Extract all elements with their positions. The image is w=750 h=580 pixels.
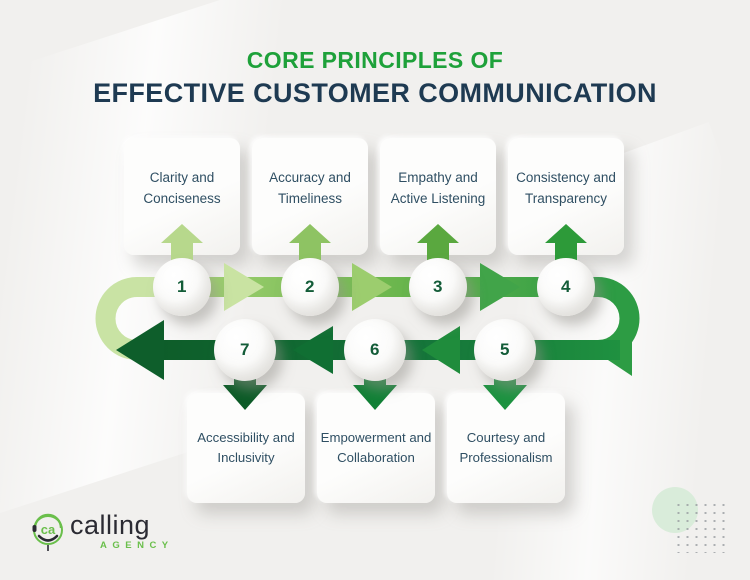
step-number-5: 5 bbox=[500, 340, 510, 359]
principle-label-1: Clarity and Conciseness bbox=[143, 170, 221, 206]
step-number-6: 6 bbox=[370, 340, 380, 359]
title-line-2: EFFECTIVE CUSTOMER COMMUNICATION bbox=[93, 77, 657, 108]
chevron-right-3-icon bbox=[480, 263, 520, 311]
step-circle-2: 2 bbox=[281, 258, 339, 316]
step-circle-6: 6 bbox=[344, 319, 406, 381]
principle-label-5: Courtesy and Professionalism bbox=[459, 429, 553, 465]
principle-label-7: Accessibility and Inclusivity bbox=[197, 429, 295, 465]
step-number-4: 4 bbox=[561, 277, 571, 296]
principle-card-6: Empowerment and Collaboration bbox=[317, 393, 435, 503]
arrow-up-3-icon bbox=[417, 224, 459, 262]
chevron-left-1-icon bbox=[422, 326, 460, 374]
logo-subtitle: AGENCY bbox=[100, 540, 174, 551]
step-number-2: 2 bbox=[305, 277, 315, 296]
page-title: CORE PRINCIPLES OF EFFECTIVE CUSTOMER CO… bbox=[0, 46, 750, 111]
title-line-1: CORE PRINCIPLES OF bbox=[246, 47, 504, 73]
principle-card-5: Courtesy and Professionalism bbox=[447, 393, 565, 503]
step-circle-3: 3 bbox=[409, 258, 467, 316]
step-circle-4: 4 bbox=[537, 258, 595, 316]
step-circle-7: 7 bbox=[214, 319, 276, 381]
principle-label-2: Accuracy and Timeliness bbox=[269, 170, 351, 206]
principle-card-2: Accuracy and Timeliness bbox=[252, 138, 368, 255]
logo-monogram: ca bbox=[41, 522, 56, 537]
principle-label-3: Empathy and Active Listening bbox=[390, 170, 486, 206]
arrow-up-2-icon bbox=[289, 224, 331, 262]
step-number-1: 1 bbox=[177, 277, 187, 296]
logo-text: calling AGENCY bbox=[70, 510, 174, 552]
step-number-7: 7 bbox=[240, 340, 250, 359]
principle-label-6: Empowerment and Collaboration bbox=[320, 429, 432, 465]
principle-label-4: Consistency and Transparency bbox=[516, 170, 616, 206]
brand-logo: ca calling AGENCY bbox=[30, 512, 174, 552]
principle-card-7: Accessibility and Inclusivity bbox=[187, 393, 305, 503]
step-number-3: 3 bbox=[433, 277, 443, 296]
logo-name: calling bbox=[70, 510, 151, 540]
chevron-right-2-icon bbox=[352, 263, 392, 311]
logo-headset-icon: ca bbox=[32, 513, 63, 551]
step-circle-5: 5 bbox=[474, 319, 536, 381]
step-circle-1: 1 bbox=[153, 258, 211, 316]
chevron-right-1-icon bbox=[224, 263, 264, 311]
arrow-up-1-icon bbox=[161, 224, 203, 262]
loop-end-arrowhead-icon bbox=[116, 320, 164, 380]
arrow-up-4-icon bbox=[545, 224, 587, 262]
chevron-left-2-icon bbox=[293, 326, 333, 374]
